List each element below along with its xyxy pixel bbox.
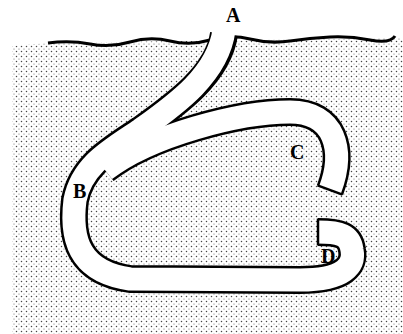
part-label: C xyxy=(290,142,304,162)
part-label: B xyxy=(73,181,86,201)
part-label: A xyxy=(226,5,240,25)
burrow-tunnel xyxy=(105,112,337,190)
tunnel-end xyxy=(317,219,320,246)
tunnel-end xyxy=(318,185,343,194)
part-label: D xyxy=(321,246,335,266)
burrow-tunnel xyxy=(74,30,353,280)
